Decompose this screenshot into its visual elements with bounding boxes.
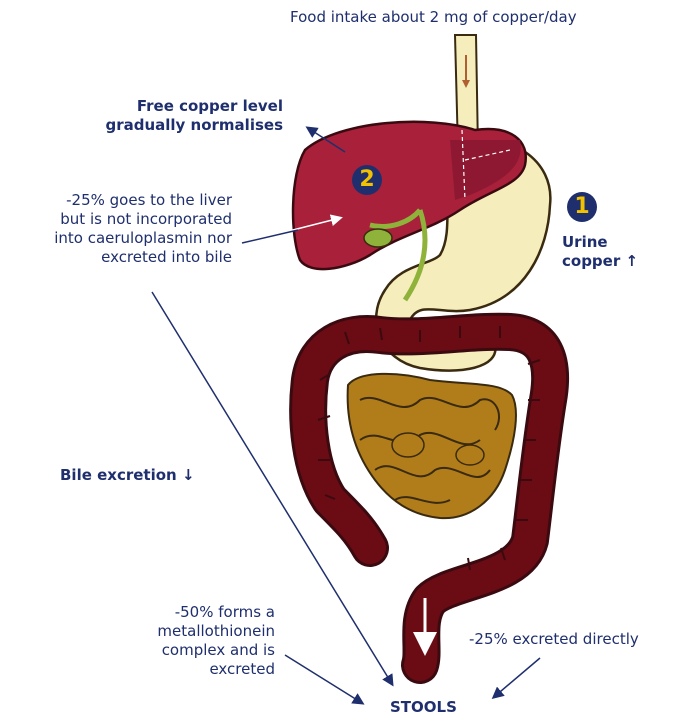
- liver-note-label: -25% goes to the liver but is not incorp…: [10, 191, 232, 267]
- metallo-line-3: complex and is: [110, 641, 275, 660]
- urine-copper-label: Urine copper ↑: [562, 233, 638, 271]
- arrow-to-liver-outside: [242, 230, 298, 243]
- urine-line-1: Urine: [562, 233, 638, 252]
- bile-excretion-label: Bile excretion ↓: [60, 466, 195, 485]
- metallo-line-4: excreted: [110, 660, 275, 679]
- metallothionein-label: -50% forms a metallothionein complex and…: [110, 603, 275, 679]
- excreted-directly-label: -25% excreted directly: [469, 630, 639, 649]
- metallo-line-2: metallothionein: [110, 622, 275, 641]
- stools-label: STOOLS: [390, 698, 457, 717]
- free-copper-line-2: gradually normalises: [60, 116, 283, 135]
- free-copper-label: Free copper level gradually normalises: [60, 97, 283, 135]
- step-2-badge: 2: [352, 165, 382, 195]
- step-1-badge: 1: [567, 192, 597, 222]
- food-intake-label: Food intake about 2 mg of copper/day: [290, 8, 577, 27]
- small-intestine: [348, 374, 516, 518]
- liver-note-line-4: excreted into bile: [10, 248, 232, 267]
- arrow-metallo-to-stools: [285, 655, 362, 703]
- liver-note-line-2: but is not incorporated: [10, 210, 232, 229]
- liver-note-line-1: -25% goes to the liver: [10, 191, 232, 210]
- gall-bladder: [364, 229, 392, 247]
- liver-note-line-3: into caeruloplasmin nor: [10, 229, 232, 248]
- urine-line-2: copper ↑: [562, 252, 638, 271]
- arrow-direct-to-stools: [494, 658, 540, 697]
- metallo-line-1: -50% forms a: [110, 603, 275, 622]
- free-copper-line-1: Free copper level: [60, 97, 283, 116]
